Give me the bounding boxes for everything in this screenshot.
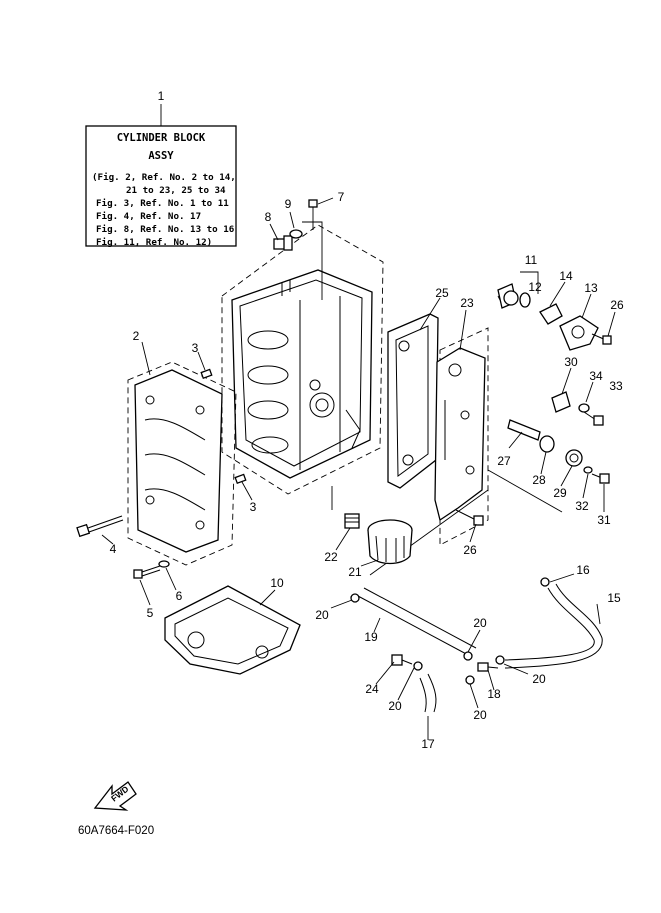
callout-15: 15 xyxy=(607,591,621,605)
callout-26a: 26 xyxy=(610,298,624,312)
hose-17 xyxy=(419,673,437,713)
callout-2: 2 xyxy=(133,329,140,343)
joint-24 xyxy=(391,654,413,666)
callout-28: 28 xyxy=(532,473,546,487)
cover-23 xyxy=(434,327,489,546)
washer-34 xyxy=(578,403,590,413)
valve-29 xyxy=(565,449,583,467)
callout-1: 1 xyxy=(158,89,165,103)
callout-13: 13 xyxy=(584,281,598,295)
callout-34: 34 xyxy=(589,369,603,383)
callout-5: 5 xyxy=(147,606,154,620)
screw-7 xyxy=(308,199,318,208)
bolt-26b xyxy=(455,509,484,526)
callout-29: 29 xyxy=(553,486,567,500)
hose-15 xyxy=(504,583,603,669)
clamp-20d xyxy=(465,675,475,685)
union-22 xyxy=(344,513,360,529)
callout-33: 33 xyxy=(609,379,623,393)
assy-line-2: 21 to 23, 25 to 34 xyxy=(126,185,226,196)
washer-32 xyxy=(583,466,593,474)
gasket-14 xyxy=(539,303,563,325)
clamp-20b xyxy=(463,651,473,661)
callout-8: 8 xyxy=(265,210,272,224)
gasket-12 xyxy=(519,292,531,308)
grommet-28 xyxy=(539,435,555,453)
bolt-5 xyxy=(133,565,161,579)
assy-line-5: Fig. 8, Ref. No. 13 to 16 xyxy=(96,224,235,235)
bolt-33 xyxy=(583,411,604,426)
plug-8 xyxy=(273,235,293,251)
callout-31: 31 xyxy=(597,513,611,527)
clamp-20a xyxy=(350,593,360,603)
callout-30: 30 xyxy=(564,355,578,369)
cylinder-block xyxy=(221,224,384,495)
callout-14: 14 xyxy=(559,269,573,283)
callout-3a: 3 xyxy=(192,341,199,355)
callout-22: 22 xyxy=(324,550,338,564)
assy-title-2: ASSY xyxy=(148,150,174,162)
clip-30 xyxy=(551,391,571,413)
gasket-25 xyxy=(387,313,439,489)
callout-32: 32 xyxy=(575,499,589,513)
figure-code: 60A7664-F020 xyxy=(78,825,154,837)
assy-box: CYLINDER BLOCK ASSY (Fig. 2, Ref. No. 2 … xyxy=(85,125,237,248)
cover-13 xyxy=(559,315,599,351)
gasket-10 xyxy=(164,585,301,675)
sensor-27 xyxy=(507,419,541,441)
callout-27: 27 xyxy=(497,454,511,468)
gasket-9 xyxy=(289,229,303,239)
joint-18 xyxy=(477,662,499,672)
callout-21: 21 xyxy=(348,565,362,579)
assy-title-1: CYLINDER BLOCK xyxy=(117,132,206,144)
callout-19: 19 xyxy=(364,630,378,644)
assy-line-6: Fig. 11, Ref. No. 12) xyxy=(96,237,212,248)
assy-line-4: Fig. 4, Ref. No. 17 xyxy=(96,211,201,222)
callout-4: 4 xyxy=(110,542,117,556)
clamp-20e xyxy=(495,655,505,665)
bolt-31 xyxy=(591,473,610,484)
callout-12: 12 xyxy=(528,280,542,294)
callout-11: 11 xyxy=(525,253,538,267)
callout-labels: 1 2 3 3 4 5 6 7 8 9 10 11 12 13 14 15 16… xyxy=(110,89,624,751)
callout-20a: 20 xyxy=(315,608,329,622)
callout-24: 24 xyxy=(365,682,379,696)
callout-7: 7 xyxy=(338,190,345,204)
dowel-3b xyxy=(234,473,247,485)
thermostat-11 xyxy=(497,283,519,309)
cylinder-head xyxy=(127,361,237,566)
bolt-26a xyxy=(591,333,612,345)
callout-9: 9 xyxy=(285,197,292,211)
fwd-arrow-icon: FWD xyxy=(93,781,137,811)
leader-lines xyxy=(101,197,616,740)
bolt-4 xyxy=(76,515,124,538)
clamp-20c xyxy=(413,661,423,671)
callout-3b: 3 xyxy=(250,500,257,514)
callout-25: 25 xyxy=(435,286,449,300)
washer-6 xyxy=(158,560,170,568)
callout-20b: 20 xyxy=(473,616,487,630)
callout-20c: 20 xyxy=(532,672,546,686)
oil-filter-21 xyxy=(367,519,413,565)
hose-19 xyxy=(357,587,477,657)
callout-20e: 20 xyxy=(388,699,402,713)
callout-26b: 26 xyxy=(463,543,477,557)
assy-line-1: (Fig. 2, Ref. No. 2 to 14, xyxy=(92,172,236,183)
callout-18: 18 xyxy=(487,687,501,701)
callout-10: 10 xyxy=(270,576,284,590)
dowel-3a xyxy=(200,368,213,380)
callout-23: 23 xyxy=(460,296,474,310)
clamp-16 xyxy=(540,577,550,587)
assy-line-3: Fig. 3, Ref. No. 1 to 11 xyxy=(96,198,229,209)
callout-6: 6 xyxy=(176,589,183,603)
callout-16: 16 xyxy=(576,563,590,577)
callout-17: 17 xyxy=(421,737,435,751)
callout-20d: 20 xyxy=(473,708,487,722)
